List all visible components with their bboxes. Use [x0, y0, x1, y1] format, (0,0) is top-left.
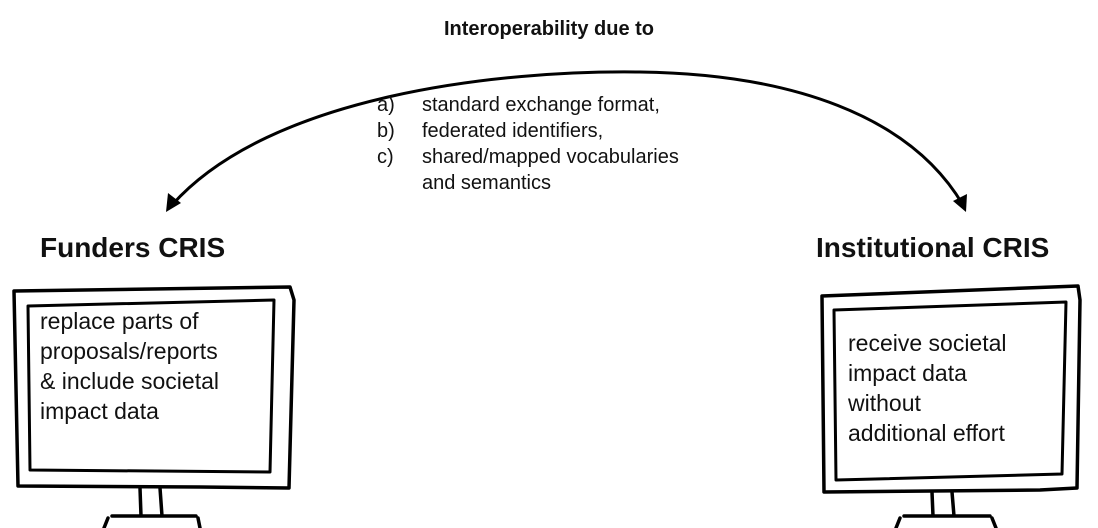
funders-screen-text: replace parts of proposals/reports & inc… [40, 306, 280, 426]
funders-text-line: replace parts of [40, 308, 199, 334]
interoperability-factors-list: a) standard exchange format, b) federate… [377, 92, 679, 196]
institutional-monitor-outer-frame [820, 284, 1082, 494]
factor-marker [377, 170, 422, 196]
funders-monitor-screen [26, 298, 276, 474]
institutional-text-line: impact data [848, 360, 967, 386]
institutional-text-line: without [848, 390, 921, 416]
diagram-title: Interoperability due to [443, 18, 655, 40]
funders-monitor-outer-frame [12, 285, 296, 490]
factor-marker: c) [377, 146, 394, 168]
funders-text-line: impact data [40, 398, 159, 424]
funders-text-line: proposals/reports [40, 338, 218, 364]
institutional-screen-text: receive societal impact data without add… [848, 328, 1068, 448]
factor-text: shared/mapped vocabularies [422, 146, 679, 168]
factor-marker: a) [377, 94, 395, 116]
interoperability-arc [170, 70, 965, 207]
funders-monitor [12, 285, 296, 528]
factor-text: standard exchange format, [422, 94, 660, 116]
institutional-monitor-screen [832, 300, 1068, 482]
institutional-monitor [820, 284, 1082, 528]
funders-cris-title: Funders CRIS [40, 232, 226, 263]
institutional-cris-title: Institutional CRIS [816, 232, 1050, 263]
factor-text: federated identifiers, [422, 120, 604, 142]
institutional-text-line: additional effort [848, 420, 1005, 446]
institutional-text-line: receive societal [848, 330, 1007, 356]
funders-text-line: & include societal [40, 368, 219, 394]
factor-item: a) standard exchange format, [377, 92, 679, 118]
factor-marker: b) [377, 120, 395, 142]
right-arrowhead [953, 194, 967, 212]
institutional-monitor-stand [894, 490, 998, 528]
factor-item: b) federated identifiers, [377, 118, 679, 144]
factor-text: and semantics [422, 172, 551, 194]
factor-item: and semantics [377, 170, 679, 196]
funders-monitor-stand [102, 486, 202, 528]
left-arrowhead [166, 193, 181, 212]
factor-item: c) shared/mapped vocabularies [377, 144, 679, 170]
